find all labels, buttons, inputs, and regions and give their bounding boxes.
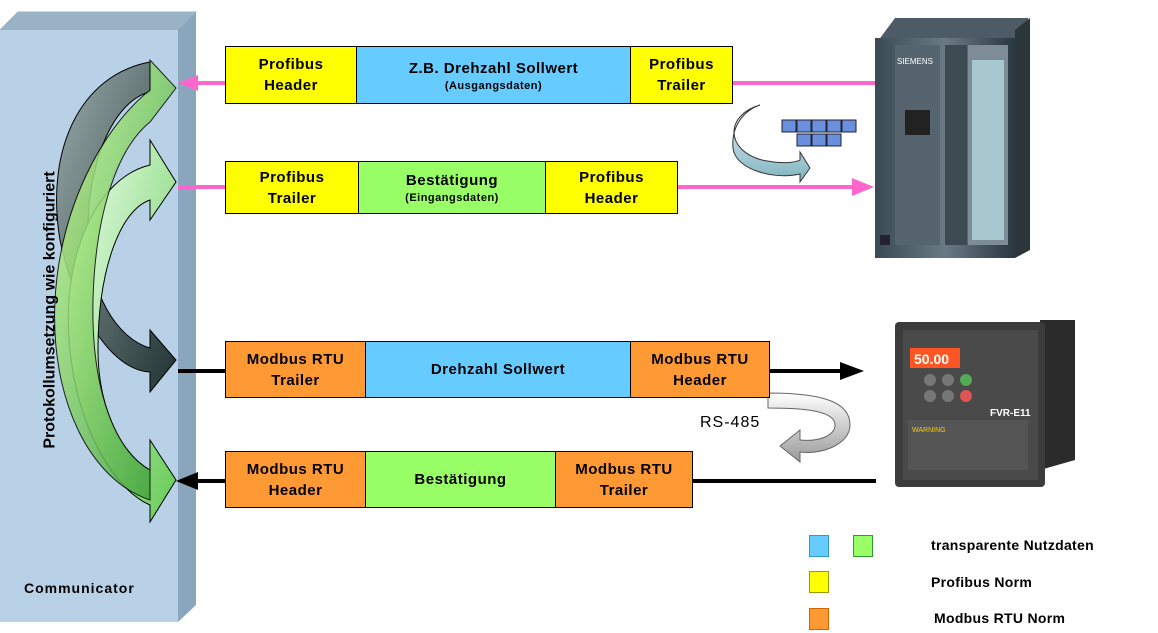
legend-swatch-green <box>853 535 873 557</box>
protocol-conversion-arrows <box>54 58 177 524</box>
plc-brand: SIEMENS <box>897 57 933 66</box>
frequency-drive-icon <box>895 320 1075 487</box>
legend-profibus-label: Profibus Norm <box>931 574 1033 590</box>
legend-transparent-label: transparente Nutzdaten <box>931 537 1094 553</box>
profibus-logo <box>781 119 857 147</box>
modbus-in-data: Bestätigung <box>365 451 556 508</box>
legend-swatch-yellow <box>809 571 829 593</box>
modbus-in-line <box>176 472 876 490</box>
communicator-label: Communicator <box>24 580 135 596</box>
profibus-loop-arrow <box>732 104 811 184</box>
modbus-out-data: Drehzahl Sollwert <box>365 341 631 398</box>
siemens-plc-icon <box>875 18 1030 258</box>
profibus-out-line <box>178 75 876 91</box>
drive-display: 50.00 <box>914 351 949 367</box>
profibus-in-line <box>178 178 874 196</box>
legend-swatch-blue <box>809 535 829 557</box>
profibus-out-data: Z.B. Drehzahl Sollwert (Ausgangsdaten) <box>356 46 631 104</box>
modbus-out-line <box>178 362 864 380</box>
profibus-in-data: Bestätigung (Eingangsdaten) <box>358 161 546 214</box>
legend-modbus-label: Modbus RTU Norm <box>934 610 1066 626</box>
rs485-loop-arrow <box>767 392 851 464</box>
rs485-label: RS-485 <box>700 414 761 431</box>
drive-warning: WARNING <box>912 427 946 434</box>
drive-model: FVR-E11 <box>990 408 1031 419</box>
communicator-side-label: Protokollumsetzung wie konfiguriert <box>42 171 60 449</box>
legend-swatch-orange <box>809 608 829 630</box>
